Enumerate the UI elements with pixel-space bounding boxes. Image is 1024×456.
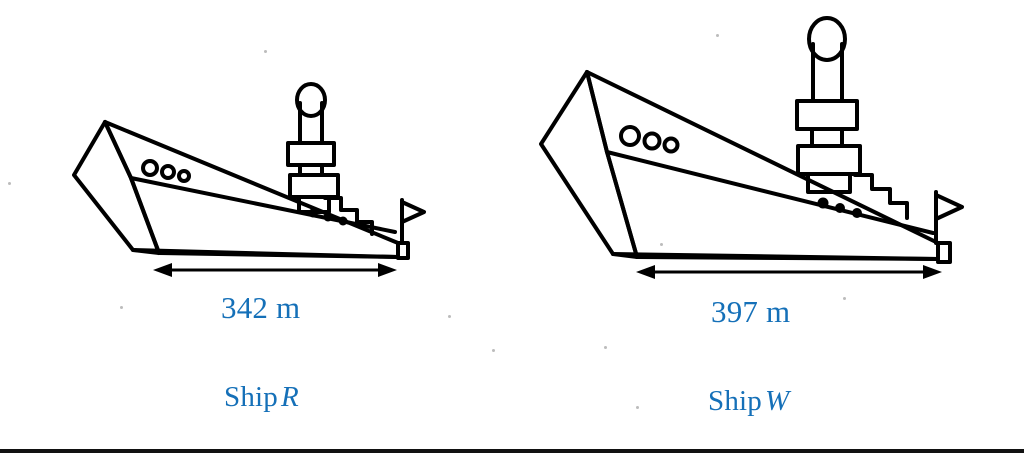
hull-dot-row: [817, 197, 862, 218]
length-label-ship-w: 397 m: [711, 294, 791, 329]
length-arrow-right: [636, 265, 942, 279]
length-label-ship-r: 342 m: [221, 290, 301, 325]
ship-identifier: W: [765, 385, 790, 417]
scan-speck: [120, 306, 123, 309]
scan-speck: [716, 34, 719, 37]
funnel-stack: [795, 42, 862, 194]
mast-dome: [807, 16, 847, 62]
ship-identifier: R: [281, 381, 299, 413]
ship-name-prefix: Ship: [708, 385, 762, 417]
hull-outline: [103, 120, 410, 260]
ship-left: [72, 82, 426, 277]
length-arrow-left: [153, 263, 397, 277]
stern-flag: [400, 198, 426, 245]
ship-name-prefix: Ship: [224, 381, 278, 413]
ship-right: [539, 16, 964, 279]
scan-speck: [264, 50, 267, 53]
bow-prism: [72, 120, 161, 255]
stepped-deck: [323, 196, 374, 236]
scan-speck: [636, 406, 639, 409]
stepped-deck: [853, 173, 909, 220]
funnel-stack: [286, 101, 340, 214]
hull-dot-row: [308, 208, 348, 226]
bottom-divider-rule: [0, 449, 1024, 453]
scan-speck: [660, 243, 663, 246]
scan-speck: [604, 346, 607, 349]
porthole-row: [141, 159, 191, 183]
hull-outline: [585, 70, 952, 264]
scan-speck: [843, 297, 846, 300]
scan-speck: [448, 315, 451, 318]
porthole-row: [619, 125, 680, 154]
bow-prism: [539, 70, 639, 259]
scan-speck: [492, 349, 495, 352]
mast-dome: [295, 82, 327, 118]
scan-speck: [8, 182, 11, 185]
stern-flag: [934, 190, 964, 245]
